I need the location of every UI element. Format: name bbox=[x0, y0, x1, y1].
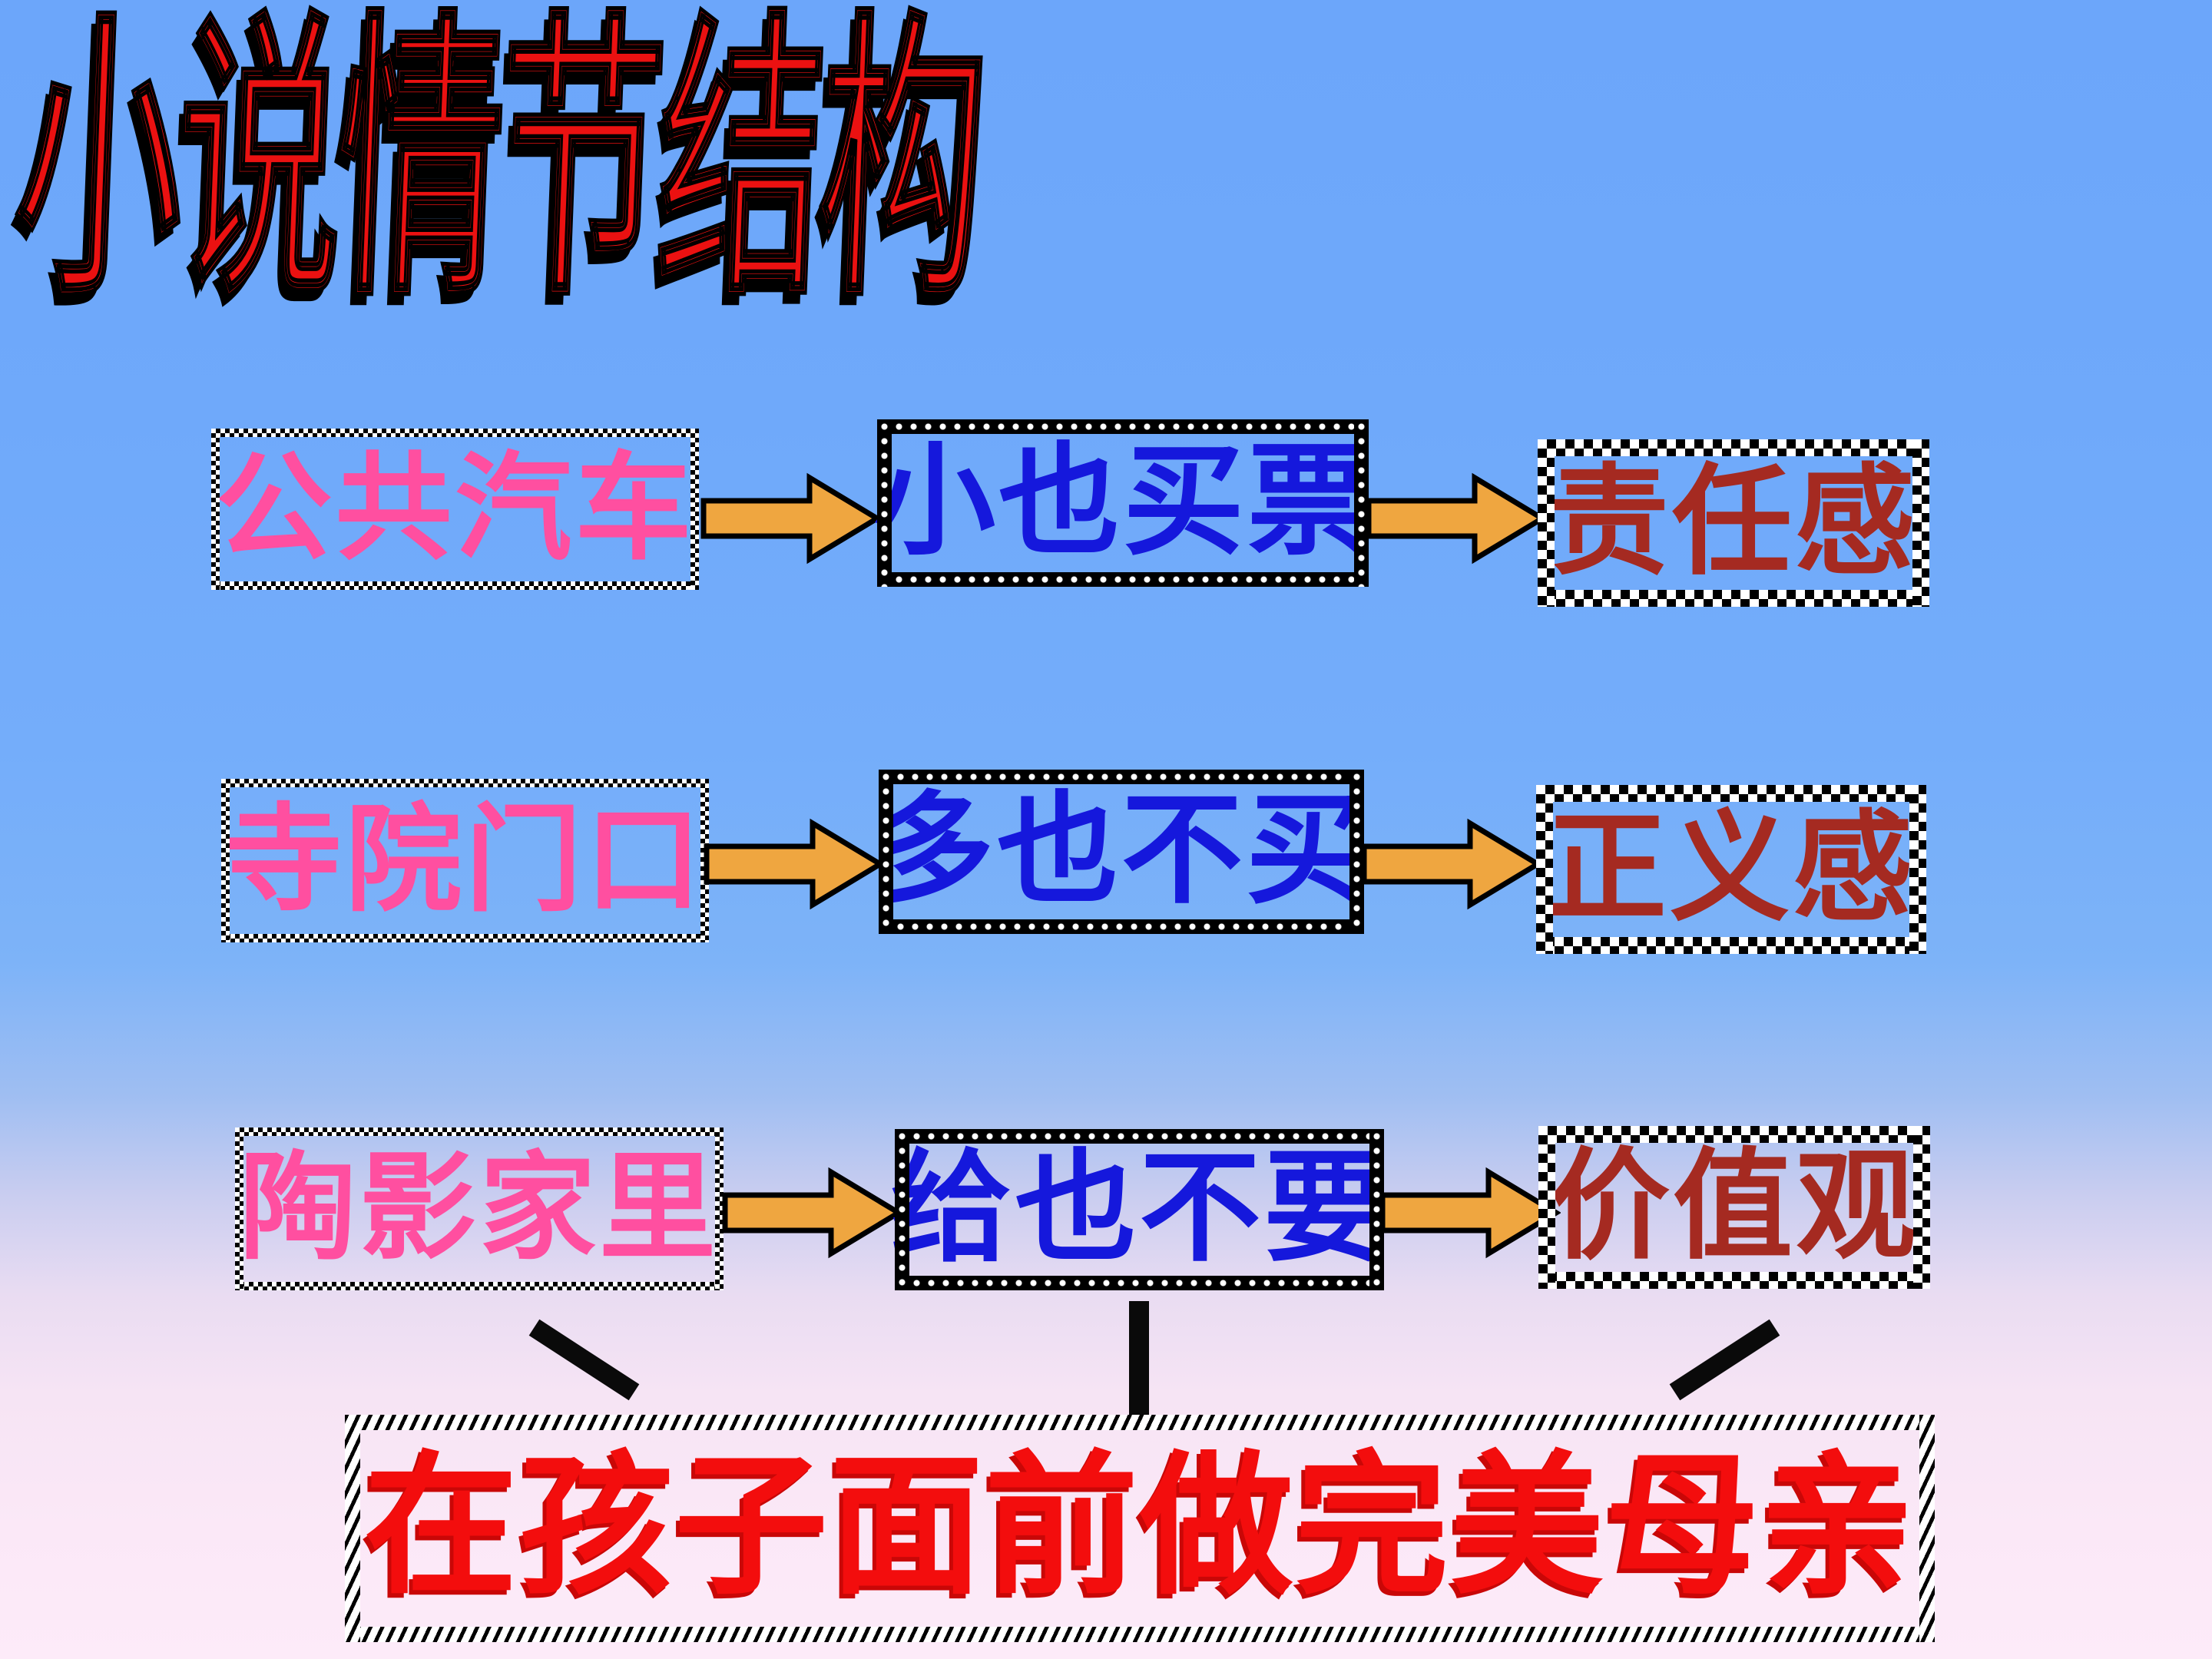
trait-label: 正义感 bbox=[1547, 803, 1916, 935]
conclusion-label: 在孩子面前做完美母亲 bbox=[363, 1443, 1916, 1613]
trait-box-justice: 正义感 bbox=[1536, 785, 1926, 954]
dashed-border bbox=[1538, 439, 1929, 456]
right-block-arrow-icon bbox=[1366, 472, 1547, 565]
dotted-border bbox=[895, 1276, 1384, 1290]
checker-border bbox=[235, 1128, 724, 1136]
conclusion-box: 在孩子面前做完美母亲 bbox=[345, 1415, 1935, 1642]
place-box-home: 陶影家里 bbox=[235, 1128, 724, 1290]
trait-label: 价值观 bbox=[1550, 1141, 1919, 1273]
place-label: 陶影家里 bbox=[240, 1144, 719, 1273]
page-title: 小说情节结构 bbox=[9, 0, 988, 333]
checker-border bbox=[221, 934, 709, 942]
event-label: 给也不要 bbox=[890, 1142, 1389, 1277]
connector-line-right bbox=[1669, 1319, 1780, 1401]
checker-border bbox=[715, 1128, 724, 1290]
event-label: 多也不买 bbox=[873, 784, 1370, 919]
trait-label: 责任感 bbox=[1549, 456, 1918, 589]
checker-border bbox=[221, 779, 709, 787]
dashed-border bbox=[1912, 439, 1929, 607]
dashed-border bbox=[1538, 590, 1929, 607]
hatch-border bbox=[345, 1627, 1935, 1642]
dotted-border bbox=[1354, 419, 1369, 587]
place-box-bus: 公共汽车 bbox=[211, 429, 699, 590]
checker-border bbox=[235, 1128, 243, 1290]
right-block-arrow-icon bbox=[722, 1167, 903, 1259]
hatch-border bbox=[345, 1415, 1935, 1430]
dotted-border bbox=[895, 1129, 909, 1290]
dashed-border bbox=[1536, 937, 1926, 954]
trait-box-values: 价值观 bbox=[1538, 1126, 1930, 1289]
checker-border bbox=[211, 429, 220, 590]
dotted-border bbox=[877, 572, 1369, 587]
dotted-border bbox=[1369, 1129, 1384, 1290]
dashed-border bbox=[1538, 1126, 1930, 1143]
dotted-border bbox=[877, 419, 1369, 434]
checker-border bbox=[211, 581, 699, 590]
dotted-border bbox=[879, 770, 893, 934]
place-box-temple: 寺院门口 bbox=[221, 779, 709, 942]
event-box-buy-ticket: 小也买票 bbox=[874, 419, 1372, 587]
dotted-border bbox=[877, 419, 892, 587]
dashed-border bbox=[1538, 1272, 1930, 1289]
checker-border bbox=[235, 1282, 724, 1290]
event-label: 小也买票 bbox=[874, 435, 1372, 570]
connector-line-middle bbox=[1129, 1301, 1149, 1424]
dashed-border bbox=[1913, 1126, 1930, 1289]
right-block-arrow-icon bbox=[1379, 1167, 1561, 1259]
dashed-border bbox=[1538, 439, 1555, 607]
dashed-border bbox=[1536, 785, 1926, 802]
trait-box-responsibility: 责任感 bbox=[1538, 439, 1929, 607]
dotted-border bbox=[895, 1129, 1384, 1144]
dashed-border bbox=[1909, 785, 1926, 954]
dotted-border bbox=[879, 770, 1364, 784]
dashed-border bbox=[1538, 1126, 1555, 1289]
event-box-dont-take: 给也不要 bbox=[891, 1129, 1386, 1290]
place-label: 寺院门口 bbox=[225, 796, 705, 926]
checker-border bbox=[221, 779, 230, 942]
dotted-border bbox=[879, 919, 1364, 934]
hatch-border bbox=[1919, 1415, 1935, 1642]
dashed-border bbox=[1536, 785, 1553, 954]
checker-border bbox=[211, 429, 699, 437]
connector-line-left bbox=[528, 1319, 640, 1401]
dotted-border bbox=[1349, 770, 1364, 934]
checker-border bbox=[690, 429, 699, 590]
hatch-border bbox=[345, 1415, 360, 1642]
place-label: 公共汽车 bbox=[215, 445, 695, 574]
right-block-arrow-icon bbox=[700, 472, 882, 565]
event-box-dont-buy: 多也不买 bbox=[873, 770, 1367, 934]
right-block-arrow-icon bbox=[704, 818, 885, 910]
right-block-arrow-icon bbox=[1361, 818, 1542, 910]
